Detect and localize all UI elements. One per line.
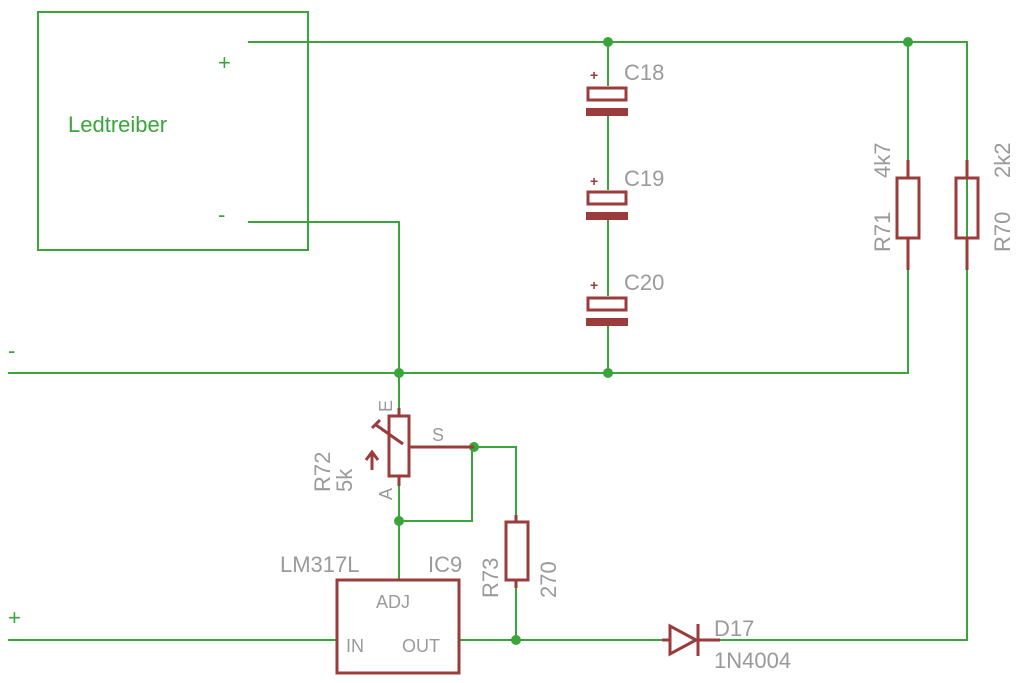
led-driver-minus-pin: - <box>218 202 225 227</box>
r72-value: 5k <box>332 468 357 492</box>
plus-rail-label: + <box>8 605 21 630</box>
r71-value: 4k7 <box>870 143 895 178</box>
c19-label: C19 <box>624 166 664 191</box>
regulator-ic9: LM317L IC9 ADJ IN OUT <box>280 552 462 675</box>
resistor-r71: R71 4k7 <box>870 143 921 270</box>
ic9-label: IC9 <box>428 552 462 577</box>
led-driver-box <box>37 11 309 251</box>
c18-polarity: + <box>590 67 598 83</box>
r70-value: 2k2 <box>990 143 1015 178</box>
r72-pin-e: E <box>376 400 396 412</box>
c20-label: C20 <box>624 270 664 295</box>
ic9-part: LM317L <box>280 552 360 577</box>
resistor-r70: R70 2k2 <box>954 143 1015 270</box>
junctions <box>394 37 913 645</box>
c18-label: C18 <box>624 60 664 85</box>
c19-polarity: + <box>590 173 598 189</box>
d17-value: 1N4004 <box>714 648 791 673</box>
capacitor-c20: + C20 <box>586 270 664 326</box>
d17-label: D17 <box>714 616 754 641</box>
ic9-in-pin: IN <box>346 636 364 656</box>
resistor-r73: R73 270 <box>478 515 561 598</box>
led-driver-plus-pin: + <box>218 50 231 75</box>
r73-label: R73 <box>478 558 503 598</box>
r72-label: R72 <box>310 452 335 492</box>
potentiometer-r72: E S A R72 5k <box>310 400 474 500</box>
r70-label: R70 <box>990 212 1015 252</box>
wires <box>8 41 968 641</box>
capacitor-c18: + C18 <box>586 60 664 116</box>
r73-value: 270 <box>536 561 561 598</box>
capacitor-c19: + C19 <box>586 166 664 220</box>
ic9-adj-pin: ADJ <box>376 592 410 612</box>
ic9-out-pin: OUT <box>402 636 440 656</box>
c20-polarity: + <box>590 277 598 293</box>
minus-rail-label: - <box>8 338 15 363</box>
r71-label: R71 <box>870 212 895 252</box>
r72-pin-s: S <box>432 425 444 445</box>
led-driver-label: Ledtreiber <box>68 112 167 137</box>
diode-d17: D17 1N4004 <box>662 616 791 673</box>
r72-pin-a: A <box>376 488 396 500</box>
